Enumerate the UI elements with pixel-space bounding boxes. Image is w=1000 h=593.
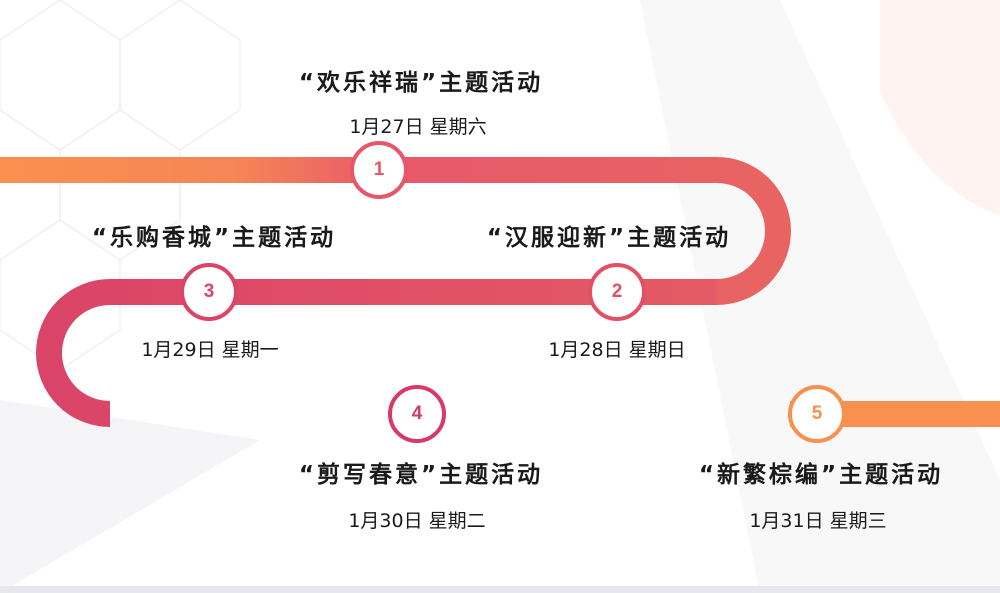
event-2-date: 1月28日 星期日 — [548, 339, 686, 361]
event-2-title: “汉服迎新”主题活动 — [486, 225, 732, 251]
event-1-node: 1 — [350, 141, 408, 199]
event-1-title: “欢乐祥瑞”主题活动 — [298, 70, 544, 96]
event-3-node: 3 — [180, 263, 238, 321]
event-3-title: “乐购香城”主题活动 — [91, 225, 337, 251]
event-4-date: 1月30日 星期二 — [348, 510, 486, 532]
track-top-segment — [0, 157, 791, 305]
event-5-title: “新繁棕编”主题活动 — [698, 462, 944, 488]
event-5-node: 5 — [788, 385, 846, 443]
event-3-date: 1月29日 星期一 — [141, 339, 279, 361]
track-middle-segment — [36, 279, 717, 427]
event-4-title: “剪写春意”主题活动 — [298, 462, 544, 488]
event-2-node: 2 — [588, 263, 646, 321]
event-1-date: 1月27日 星期六 — [349, 116, 487, 138]
event-4-node: 4 — [388, 385, 446, 443]
event-5-date: 1月31日 星期三 — [749, 510, 887, 532]
